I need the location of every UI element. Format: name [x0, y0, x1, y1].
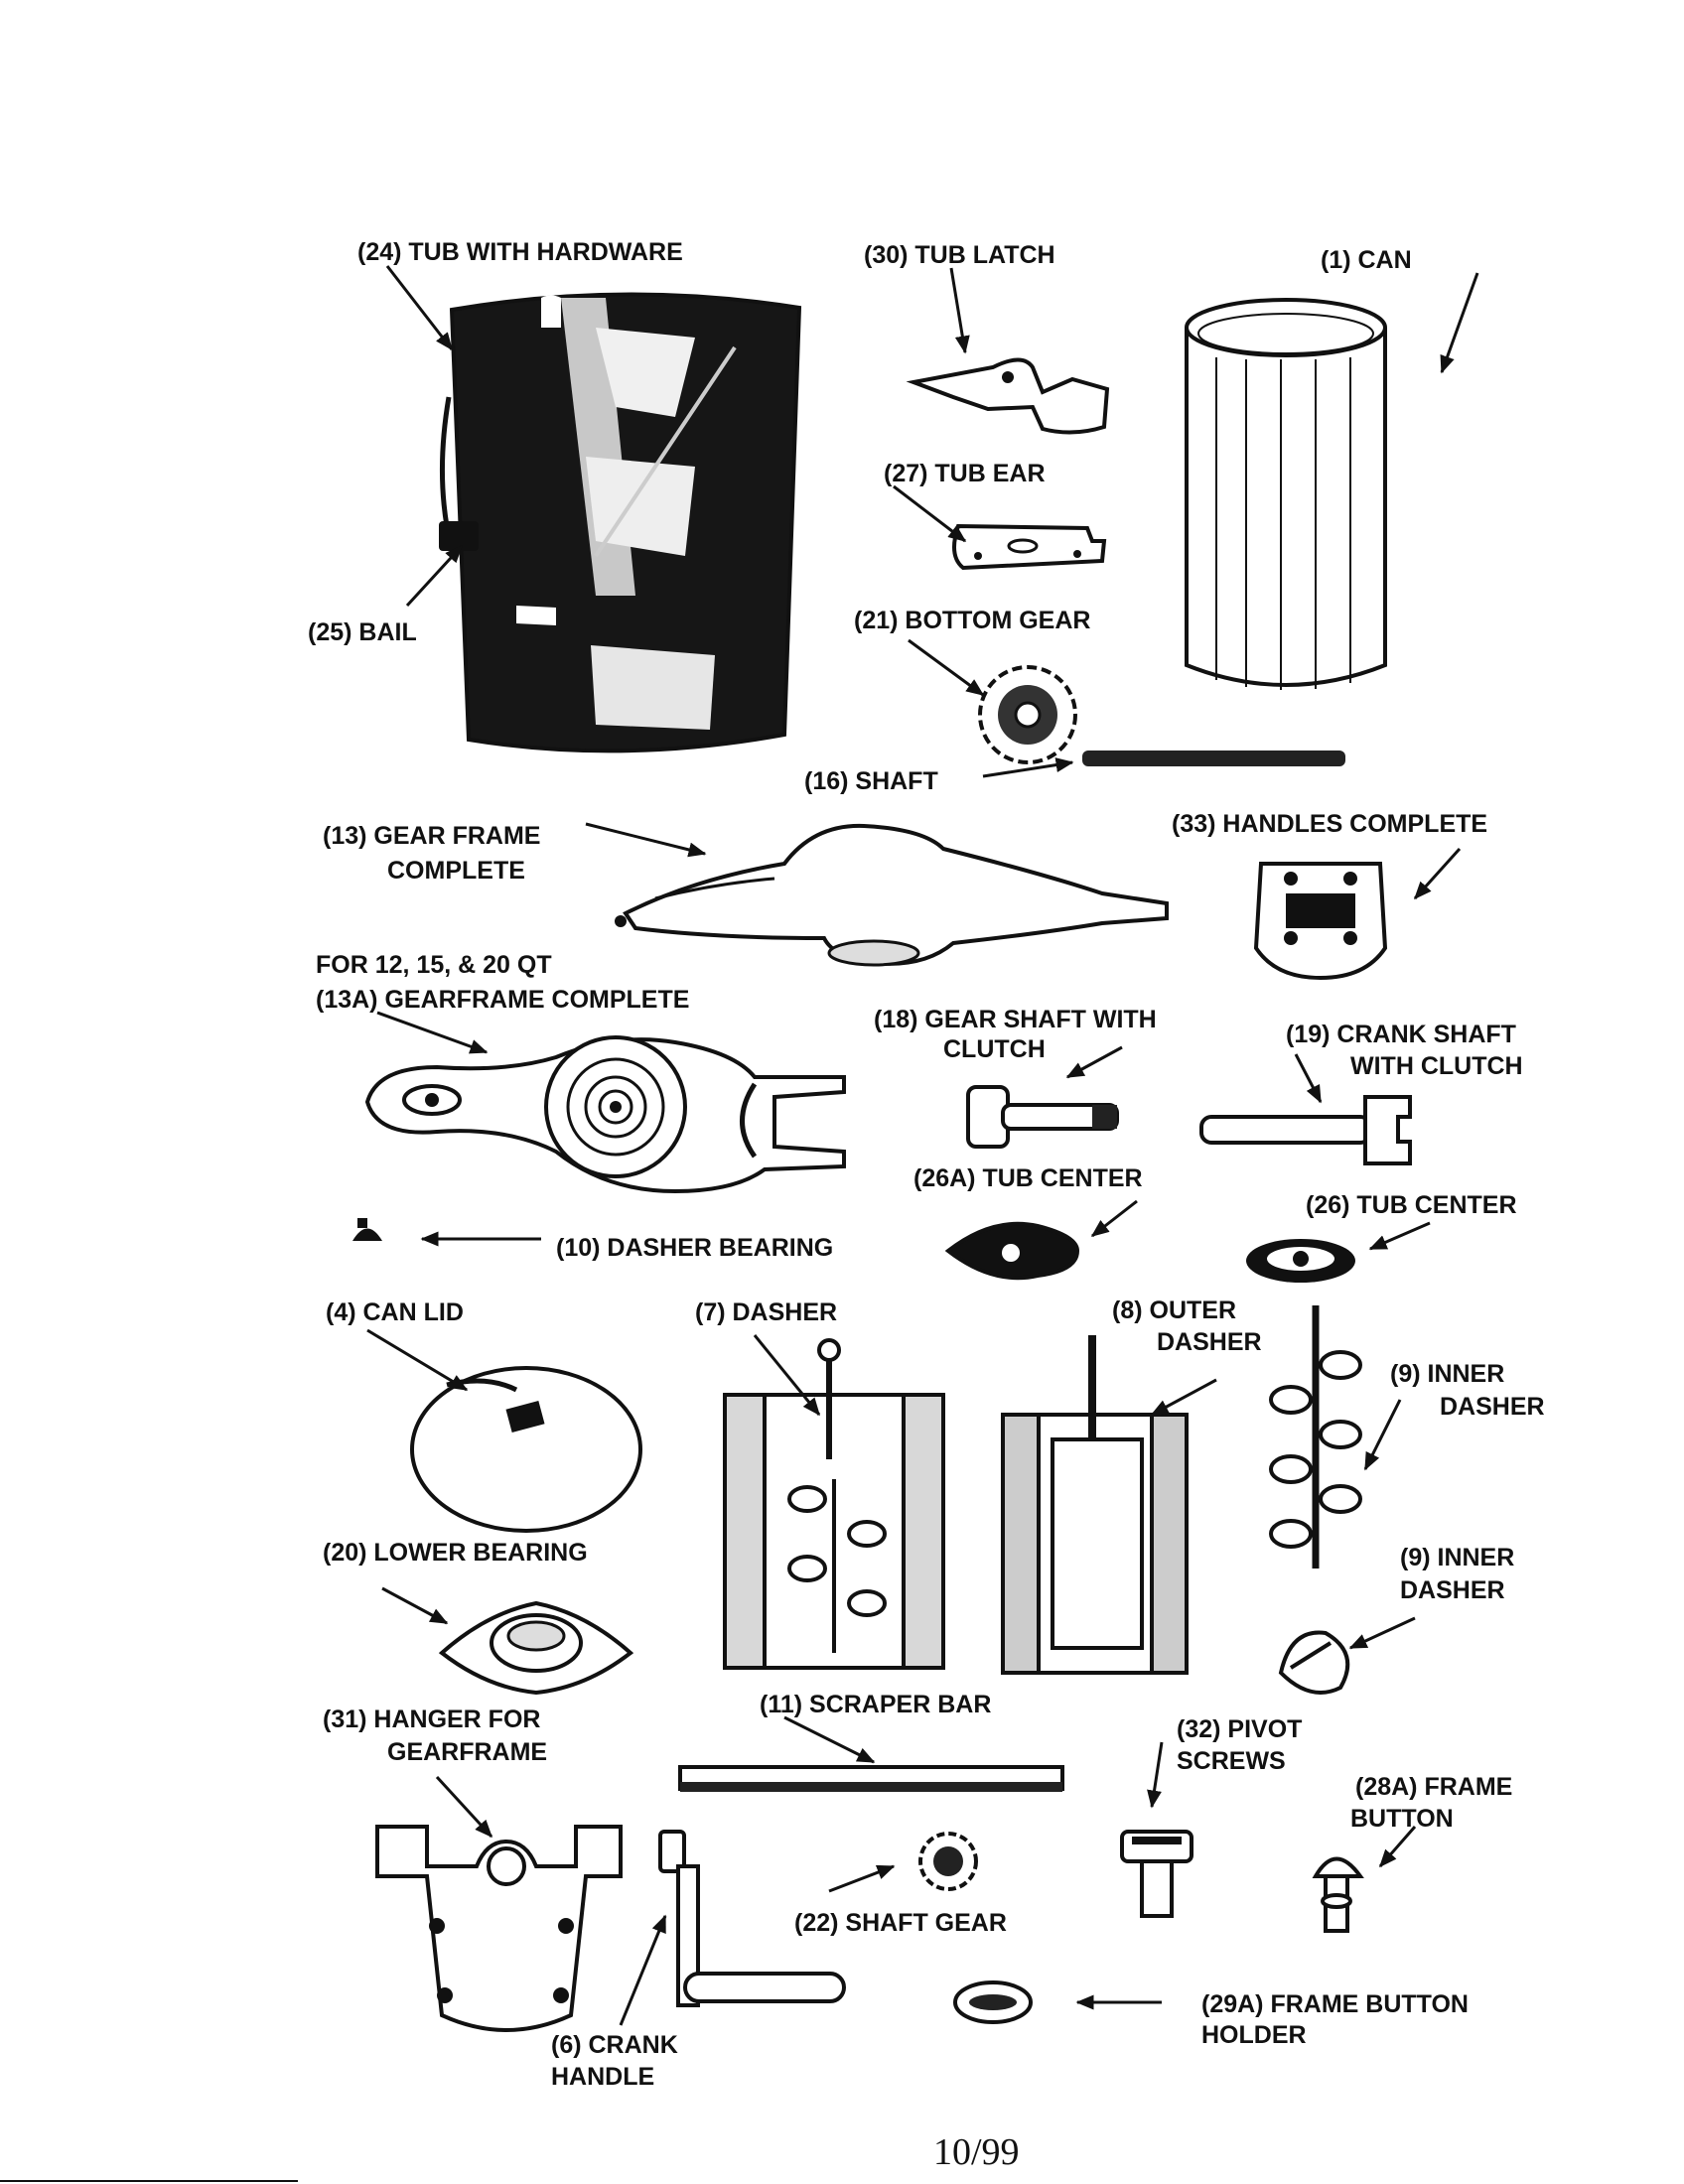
label-frame-button-holder-line2: HOLDER [1201, 2021, 1307, 2049]
label-can-lid: (4) CAN LID [326, 1298, 464, 1326]
arrow-tub-ear [893, 484, 967, 543]
label-hanger-line1: (31) HANGER FOR [323, 1706, 540, 1733]
label-gear-frame-line1: (13) GEAR FRAME [323, 822, 540, 850]
leader-arrows [366, 265, 1479, 2026]
label-inner-dasher-a-line1: (9) INNER [1390, 1360, 1504, 1388]
label-shaft-gear: (22) SHAFT GEAR [794, 1909, 1007, 1937]
label-crank-handle-line1: (6) CRANK [551, 2031, 678, 2059]
label-hanger-line2: GEARFRAME [387, 1738, 547, 1766]
label-inner-dasher-a-line2: DASHER [1440, 1393, 1545, 1421]
tub-ear-illustration [952, 523, 1107, 571]
arrow-can-lid [366, 1328, 469, 1392]
arrow-can [1440, 272, 1479, 374]
arrow-pivot-screws [1147, 1741, 1164, 1809]
outer-dasher-illustration [1001, 1335, 1189, 1675]
arrow-bail [405, 544, 464, 608]
arrow-bottom-gear [908, 638, 985, 697]
label-can: (1) CAN [1321, 246, 1412, 274]
label-frame-button-line1: (28A) FRAME [1355, 1773, 1512, 1801]
label-frame-button-line2: BUTTON [1350, 1805, 1454, 1833]
dasher-bearing-illustration [352, 1218, 382, 1241]
arrow-hanger [435, 1775, 493, 1839]
tub-latch-illustration [906, 357, 1110, 435]
dasher-illustration [723, 1338, 945, 1670]
label-handles-complete: (33) HANDLES COMPLETE [1172, 810, 1487, 838]
arrow-dasher [753, 1334, 821, 1417]
label-gear-shaft-line1: (18) GEAR SHAFT WITH [874, 1006, 1157, 1033]
page-code: 10/99 [933, 2131, 1020, 2173]
label-bail: (25) BAIL [308, 618, 417, 646]
label-tub-center-26: (26) TUB CENTER [1306, 1191, 1517, 1219]
label-gearframe-13a: (13A) GEARFRAME COMPLETE [316, 986, 689, 1014]
inner-dasher-b-illustration [1278, 1630, 1350, 1695]
label-pivot-screws-line1: (32) PIVOT [1177, 1715, 1302, 1743]
gearframe-13a-illustration [364, 1035, 846, 1194]
arrow-lower-bearing [381, 1586, 449, 1625]
label-outer-dasher-line1: (8) OUTER [1112, 1297, 1236, 1324]
frame-button-illustration [1312, 1856, 1364, 1933]
label-tub-center-26a: (26A) TUB CENTER [913, 1164, 1143, 1192]
arrow-shaft-gear [828, 1864, 896, 1893]
arrow-gearframe-13a [376, 1011, 489, 1054]
label-frame-button-holder-line1: (29A) FRAME BUTTON [1201, 1990, 1469, 2018]
frame-button-holder-illustration [953, 1980, 1033, 2024]
can-illustration [1185, 298, 1387, 690]
bail-illustration [439, 396, 479, 551]
pivot-screws-illustration [1120, 1830, 1193, 1918]
tub-center-26a-illustration [944, 1221, 1080, 1281]
handles-complete-illustration [1253, 862, 1388, 981]
arrow-tub-center-26 [1368, 1221, 1431, 1251]
label-gear-shaft-line2: CLUTCH [943, 1035, 1046, 1063]
label-bottom-gear: (21) BOTTOM GEAR [854, 607, 1090, 634]
label-crank-handle-line2: HANDLE [551, 2063, 654, 2091]
label-lower-bearing: (20) LOWER BEARING [323, 1539, 588, 1567]
shaft-illustration [1082, 751, 1345, 766]
part-labels: (24) TUB WITH HARDWARE (30) TUB LATCH (1… [308, 238, 1545, 2091]
arrow-inner-dasher-a [1363, 1399, 1402, 1471]
arrow-inner-dasher-b [1348, 1616, 1416, 1650]
lower-bearing-illustration [438, 1600, 634, 1696]
arrow-gear-frame [585, 822, 707, 858]
hanger-illustration [375, 1825, 623, 2032]
arrow-outer-dasher [1150, 1378, 1217, 1417]
gear-shaft-illustration [966, 1085, 1119, 1149]
label-scraper-bar: (11) SCRAPER BAR [760, 1691, 991, 1718]
crank-handle-illustration [658, 1830, 846, 2007]
arrow-handles-complete [1413, 847, 1462, 900]
inner-dasher-a-illustration [1269, 1305, 1362, 1569]
arrow-scraper-bar [783, 1715, 876, 1764]
label-dasher: (7) DASHER [695, 1298, 837, 1326]
tub-with-hardware-illustration [449, 292, 802, 753]
shaft-gear-illustration [918, 1832, 978, 1891]
arrow-crank-shaft [1294, 1053, 1323, 1104]
scraper-bar-illustration [678, 1765, 1064, 1792]
crank-shaft-illustration [1199, 1095, 1412, 1165]
label-tub-with-hardware: (24) TUB WITH HARDWARE [357, 238, 683, 266]
label-inner-dasher-b-line1: (9) INNER [1400, 1544, 1514, 1571]
label-shaft: (16) SHAFT [804, 767, 938, 795]
label-gearframe-13a-note: FOR 12, 15, & 20 QT [316, 951, 552, 979]
label-crank-shaft-line2: WITH CLUTCH [1350, 1052, 1523, 1080]
tub-center-26-illustration [1246, 1239, 1355, 1283]
label-gear-frame-line2: COMPLETE [387, 857, 525, 885]
label-crank-shaft-line1: (19) CRANK SHAFT [1286, 1021, 1516, 1048]
arrow-tub-with-hardware [385, 265, 454, 351]
arrow-crank-handle [619, 1914, 667, 2026]
label-inner-dasher-b-line2: DASHER [1400, 1576, 1505, 1604]
gear-frame-illustration [615, 823, 1169, 967]
arrow-tub-latch [949, 267, 970, 354]
bottom-gear-illustration [978, 665, 1077, 764]
label-pivot-screws-line2: SCREWS [1177, 1747, 1286, 1775]
label-tub-ear: (27) TUB EAR [884, 460, 1046, 487]
label-dasher-bearing: (10) DASHER BEARING [556, 1234, 833, 1262]
label-tub-latch: (30) TUB LATCH [864, 241, 1055, 269]
arrow-shaft [982, 757, 1074, 778]
arrow-frame-button [1378, 1826, 1417, 1868]
label-outer-dasher-line2: DASHER [1157, 1328, 1262, 1356]
can-lid-illustration [410, 1366, 642, 1533]
arrow-gear-shaft [1065, 1045, 1123, 1079]
arrow-tub-center-26a [1090, 1199, 1138, 1238]
